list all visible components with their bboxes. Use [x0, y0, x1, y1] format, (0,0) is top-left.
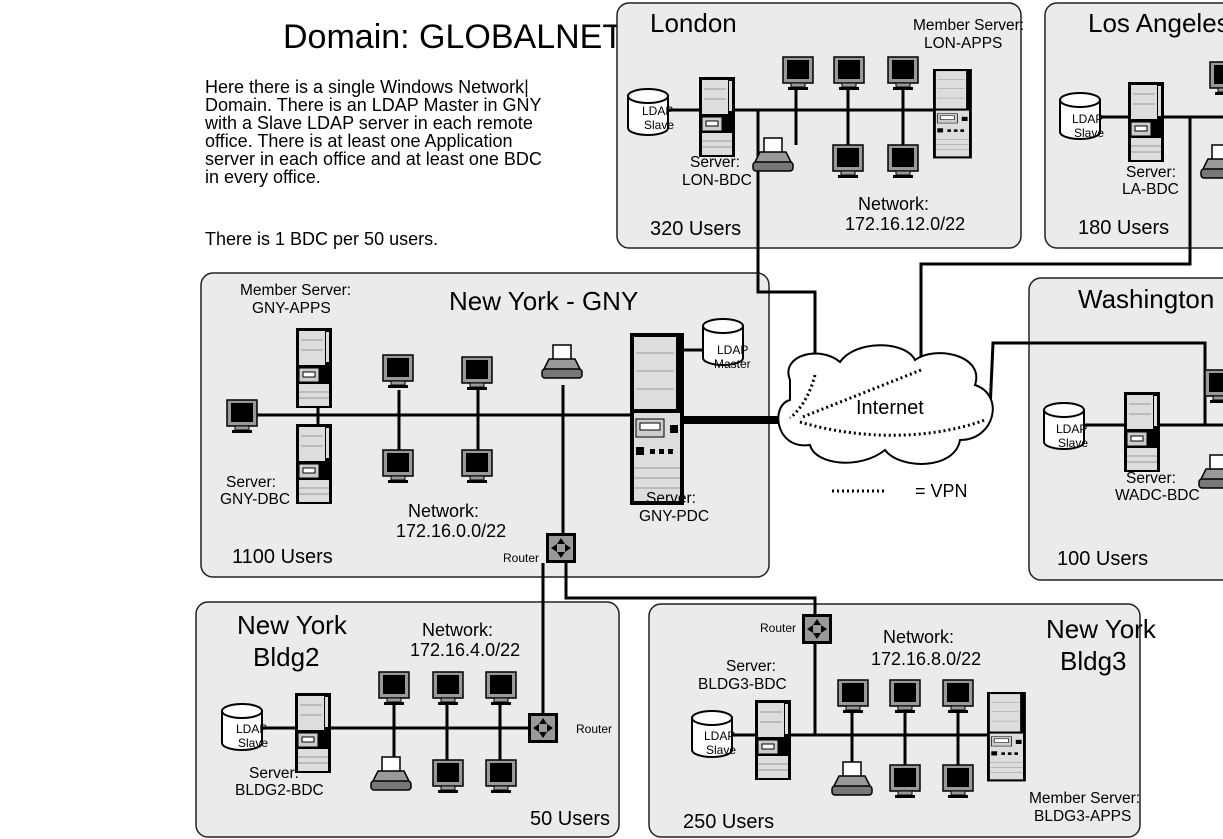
primary-domain-controller-icon: [629, 332, 685, 506]
lan-bus: [668, 90, 935, 155]
ldap-label: Slave: [706, 743, 736, 757]
ldap-label: Slave: [1074, 126, 1104, 140]
server-label: Server:: [646, 490, 696, 507]
network-label: Network:: [408, 501, 479, 521]
server-label: Server:: [1126, 470, 1176, 487]
site-name: Bldg2: [253, 642, 320, 672]
internet-cloud-icon: [777, 344, 994, 465]
member-server-icon: [295, 327, 333, 409]
vpn-legend-label: = VPN: [915, 481, 968, 501]
router-icon: [528, 713, 558, 743]
user-count: 1100 Users: [232, 546, 333, 568]
network-address: 172.16.4.0/22: [410, 640, 520, 660]
ldap-label: LDAP: [704, 729, 735, 743]
router-icon: [546, 533, 576, 563]
server-label: BLDG3-APPS: [1034, 808, 1131, 825]
vpn-line: [799, 368, 922, 420]
server-icon: [754, 699, 792, 781]
router-icon: [802, 614, 832, 644]
server-icon: [698, 76, 736, 158]
ldap-label: LDAP: [1072, 112, 1103, 126]
site-name: New York: [1046, 614, 1157, 644]
site-name: London: [650, 8, 737, 38]
server-label: Member Server:: [240, 282, 351, 299]
internet-label: Internet: [856, 397, 924, 419]
server-icon: [1127, 81, 1165, 163]
server-label: GNY-APPS: [252, 300, 331, 317]
description-line: in every office.: [205, 167, 321, 187]
network-address: 172.16.12.0/22: [845, 214, 965, 234]
server-label: Server:: [249, 765, 299, 782]
network-address: 172.16.8.0/22: [871, 649, 981, 669]
network-label: Network:: [883, 627, 954, 647]
router-label: Router: [576, 722, 612, 736]
lan-bus: [262, 700, 530, 765]
ldap-label: LDAP: [642, 104, 673, 118]
diagram-title: Domain: GLOBALNET: [283, 18, 623, 56]
lan-bus: [250, 348, 705, 535]
server-icon: [295, 423, 333, 505]
bdc-ratio-note: There is 1 BDC per 50 users.: [205, 229, 438, 249]
server-label: Server:: [690, 154, 740, 171]
user-count: 100 Users: [1057, 548, 1148, 570]
server-label: BLDG3-BDC: [698, 676, 787, 693]
description-line: server in each office and at least one B…: [205, 149, 542, 169]
network-address: 172.16.0.0/22: [396, 521, 506, 541]
server-label: WADC-BDC: [1115, 487, 1200, 504]
server-label: GNY-DBC: [220, 491, 290, 508]
server-label: Server:: [726, 658, 776, 675]
user-count: 250 Users: [683, 811, 774, 833]
router-label: Router: [503, 551, 539, 565]
server-label: Member Server:: [1029, 790, 1140, 807]
description: Here there is a single Windows Network| …: [204, 77, 542, 249]
server-label: Member Server:: [913, 17, 1024, 34]
lan-bus: [730, 710, 990, 770]
ldap-label: Slave: [238, 736, 268, 750]
user-count: 320 Users: [650, 218, 741, 240]
description-line: Here there is a single Windows Network|: [205, 77, 529, 97]
server-label: LA-BDC: [1122, 181, 1179, 198]
ldap-label: Slave: [1058, 436, 1088, 450]
server-label: LON-APPS: [924, 35, 1002, 52]
vpn-line: [789, 374, 817, 420]
ldap-label: Slave: [644, 118, 674, 132]
member-server-icon: [932, 68, 973, 159]
vpn-line: [799, 418, 986, 437]
site-name: New York: [237, 610, 348, 640]
user-count: 50 Users: [530, 808, 610, 830]
wan-link-la: [919, 117, 1192, 380]
site-name: Los Angeles: [1088, 8, 1223, 38]
description-line: with a Slave LDAP server in each remote: [204, 113, 533, 133]
ldap-label: LDAP: [236, 722, 267, 736]
user-count: 180 Users: [1078, 217, 1169, 239]
site-london: [616, 2, 1022, 249]
description-line: office. There is at least one Applicatio…: [205, 131, 513, 151]
server-icon: [1123, 391, 1161, 473]
server-label: LON-BDC: [682, 172, 752, 189]
server-label: Server:: [226, 474, 276, 491]
network-label: Network:: [422, 620, 493, 640]
server-icon: [294, 692, 332, 774]
ldap-label: Master: [714, 357, 751, 371]
wan-link-bldg3: [564, 563, 817, 735]
site-new-york-gny: [200, 272, 770, 578]
wan-link-london: [756, 110, 817, 375]
network-label: Network:: [858, 194, 929, 214]
site-name: Bldg3: [1060, 646, 1127, 676]
server-label: Server:: [1126, 164, 1176, 181]
ldap-label: LDAP: [717, 343, 748, 357]
site-name: Washington: [1078, 284, 1214, 314]
server-label: BLDG2-BDC: [235, 782, 324, 799]
description-line: Domain. There is an LDAP Master in GNY: [205, 95, 541, 115]
site-name: New York - GNY: [449, 286, 638, 316]
router-label: Router: [760, 621, 796, 635]
member-server-icon: [986, 691, 1027, 782]
ldap-label: LDAP: [1056, 422, 1087, 436]
server-label: GNY-PDC: [639, 508, 709, 525]
